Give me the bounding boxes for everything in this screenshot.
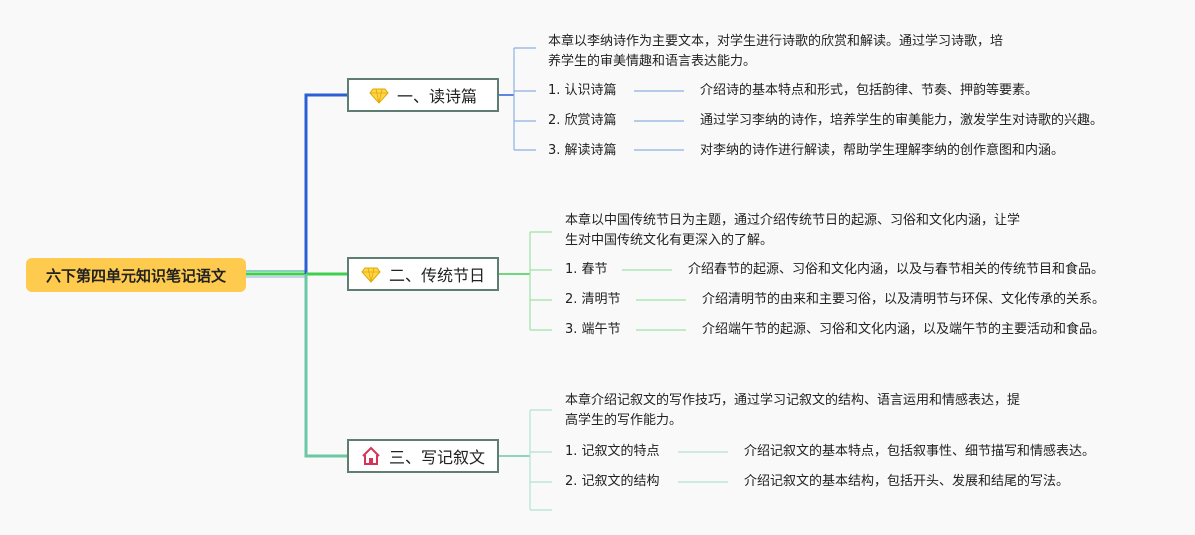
branch-traditional-festivals[interactable]: 二、传统节日 <box>347 257 499 291</box>
root-title: 六下第四单元知识笔记语文 <box>45 266 226 285</box>
item-label[interactable]: 2. 记叙文的结构 <box>565 474 660 489</box>
item-label[interactable]: 3. 端午节 <box>565 322 621 337</box>
branch-description: 本章以李纳诗作为主要文本，对学生进行诗歌的欣赏和解读。通过学习诗歌，培养学生的审… <box>548 34 1004 69</box>
item-label[interactable]: 1. 认识诗篇 <box>548 83 617 98</box>
branch-title: 三、写记叙文 <box>388 448 485 467</box>
diamond-icon <box>369 85 389 105</box>
house-icon <box>361 446 381 466</box>
item-text: 介绍记叙文的基本结构，包括开头、发展和结尾的写法。 <box>744 474 1070 489</box>
root-topic[interactable]: 六下第四单元知识笔记语文 <box>26 258 246 292</box>
branch-description: 本章介绍记叙文的写作技巧，通过学习记叙文的结构、语言运用和情感表达，提高学生的写… <box>565 393 1021 428</box>
branch-title: 二、传统节日 <box>388 266 485 285</box>
item-label[interactable]: 2. 欣赏诗篇 <box>548 113 617 128</box>
item-label[interactable]: 3. 解读诗篇 <box>548 143 617 158</box>
diamond-icon <box>361 264 381 284</box>
item-label[interactable]: 1. 春节 <box>565 262 608 277</box>
item-text: 介绍端午节的起源、习俗和文化内涵，以及端午节的主要活动和食品。 <box>702 322 1106 337</box>
item-label[interactable]: 1. 记叙文的特点 <box>565 444 660 459</box>
branch-read-poems[interactable]: 一、读诗篇 <box>347 78 499 112</box>
item-text: 介绍记叙文的基本特点，包括叙事性、细节描写和情感表达。 <box>744 444 1096 459</box>
item-text: 介绍春节的起源、习俗和文化内涵，以及与春节相关的传统节目和食品。 <box>688 262 1105 277</box>
item-text: 对李纳的诗作进行解读，帮助学生理解李纳的创作意图和内涵。 <box>700 143 1065 158</box>
branch-description: 本章以中国传统节日为主题，通过介绍传统节日的起源、习俗和文化内涵，让学生对中国传… <box>565 213 1021 248</box>
item-text: 通过学习李纳的诗作，培养学生的审美能力，激发学生对诗歌的兴趣。 <box>700 113 1104 128</box>
branch-title: 一、读诗篇 <box>396 87 477 106</box>
branch-narrative-writing[interactable]: 三、写记叙文 <box>347 439 499 473</box>
item-label[interactable]: 2. 清明节 <box>565 292 621 307</box>
item-text: 介绍清明节的由来和主要习俗，以及清明节与环保、文化传承的关系。 <box>702 292 1106 307</box>
item-text: 介绍诗的基本特点和形式，包括韵律、节奏、押韵等要素。 <box>700 83 1039 98</box>
